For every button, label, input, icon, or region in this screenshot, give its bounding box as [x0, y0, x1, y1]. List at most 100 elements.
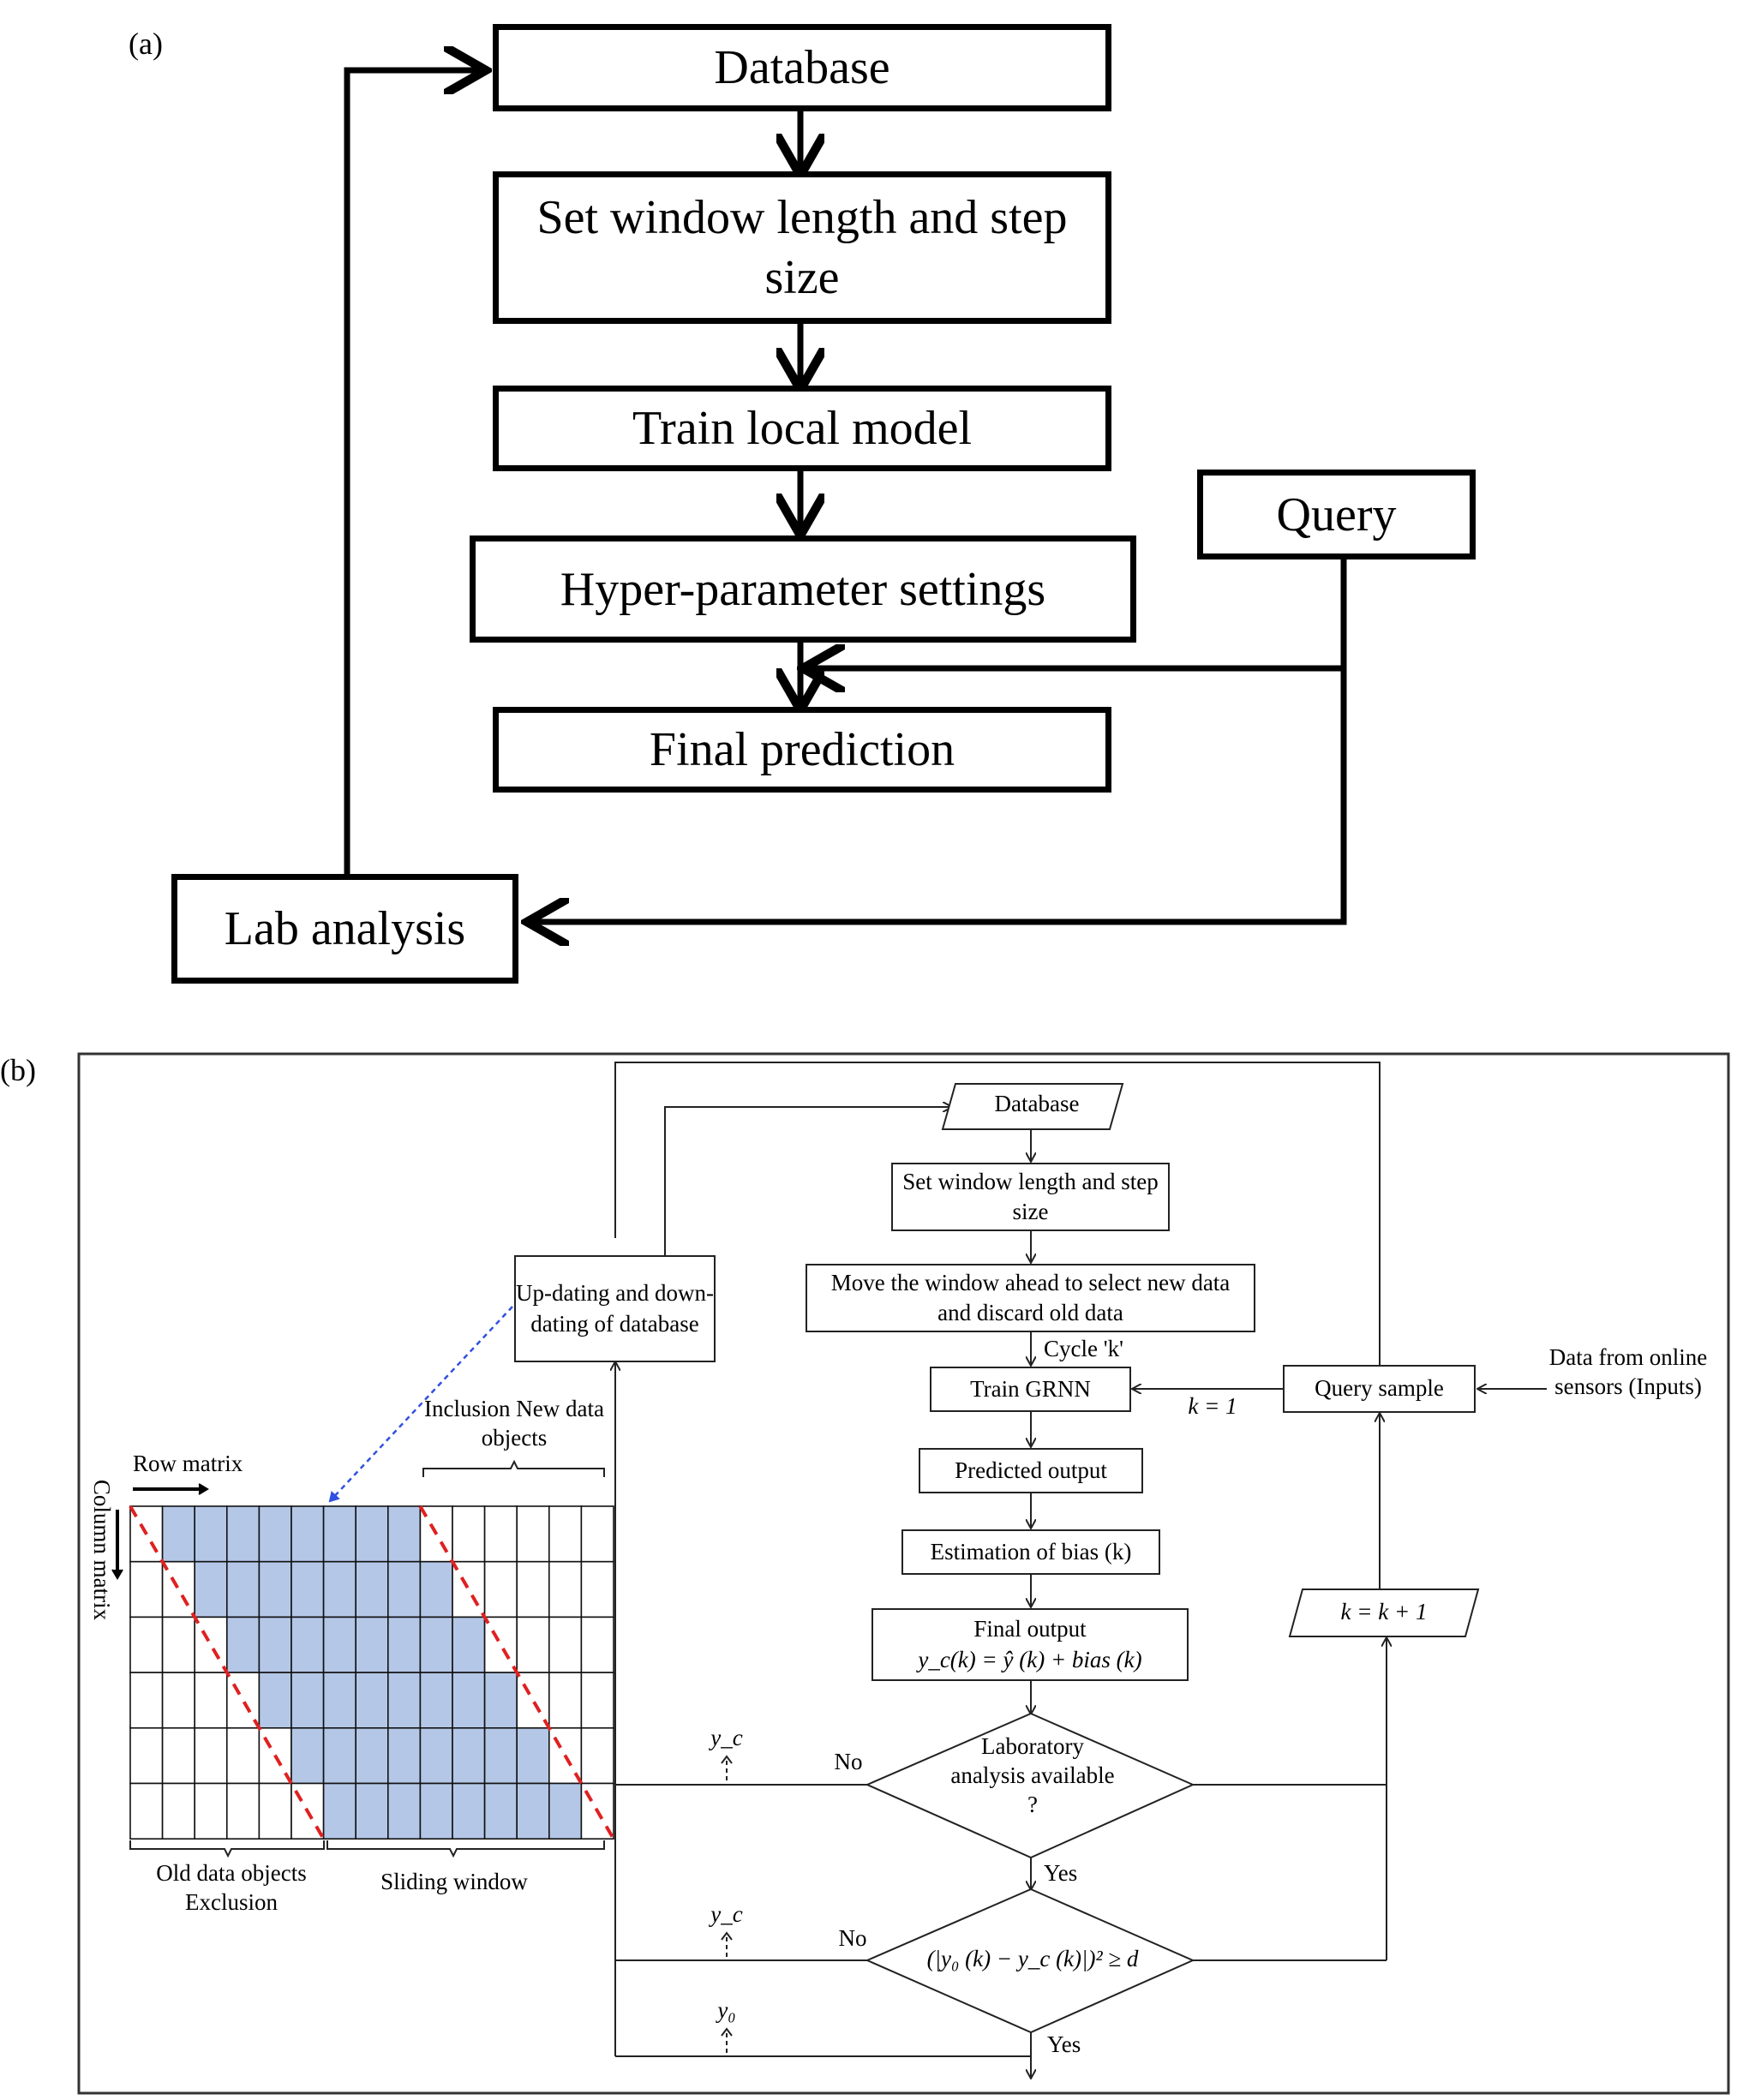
- matrix-cell: [225, 1672, 261, 1729]
- matrix-cell: [452, 1616, 486, 1673]
- b-old-data-label: Old data objects Exclusion: [156, 1860, 307, 1915]
- b-final-output-formula: y_c(k) = ŷ (k) + bias (k): [918, 1646, 1142, 1672]
- a-train-local-label: Train local model: [632, 402, 973, 455]
- panel-b-label: (b): [0, 1053, 36, 1087]
- matrix-cell: [258, 1782, 292, 1840]
- b-estimation-label: Estimation of bias (k): [930, 1538, 1132, 1565]
- b-k1-label: k = 1: [1188, 1393, 1237, 1419]
- a-final-prediction-box: Final prediction: [493, 707, 1111, 793]
- b-diamond-lab: [865, 1712, 1195, 1859]
- matrix-cell: [580, 1672, 614, 1729]
- matrix-cell: [386, 1672, 422, 1729]
- matrix-cell: [483, 1505, 518, 1563]
- matrix-cell: [258, 1616, 292, 1673]
- matrix-cell: [225, 1727, 261, 1785]
- b-inclusion-label: Inclusion New data objects: [424, 1396, 604, 1451]
- diagonal-old-edge: [129, 1505, 326, 1840]
- matrix-cell: [258, 1505, 292, 1563]
- matrix-cell: [129, 1672, 164, 1729]
- a-database-label: Database: [714, 41, 890, 94]
- matrix-cell: [548, 1560, 583, 1618]
- matrix-cell: [129, 1727, 164, 1785]
- matrix-cell: [322, 1560, 357, 1618]
- b-final-output-title: Final output: [973, 1616, 1087, 1642]
- matrix-cell: [516, 1782, 550, 1840]
- b-para-kinc: [1288, 1588, 1480, 1637]
- b-dashed-yc2-head: [721, 1931, 733, 1941]
- matrix-cell: [516, 1727, 550, 1785]
- matrix-cell: [355, 1782, 389, 1840]
- b-database-label: Database: [994, 1091, 1080, 1116]
- matrix-cell: [129, 1560, 164, 1618]
- b-sliding-window-label: Sliding window: [380, 1869, 528, 1894]
- matrix-cell: [225, 1560, 261, 1618]
- matrix-cell: [161, 1727, 196, 1785]
- matrix-cell: [483, 1782, 518, 1840]
- matrix-cell: [419, 1727, 453, 1785]
- matrix-cell: [452, 1560, 486, 1618]
- b-condition-label: (|y₀ (k) − y_c (k)|)² ≥ d: [926, 1946, 1139, 1971]
- matrix-cell: [355, 1672, 389, 1729]
- diagonal-new-edge: [418, 1505, 615, 1840]
- a-hyper-box: Hyper-parameter settings: [470, 535, 1136, 643]
- b-line-top-left: [614, 1062, 1381, 1388]
- matrix-cell: [161, 1672, 196, 1729]
- b-move-window-box: Move the window ahead to select new data…: [806, 1264, 1255, 1332]
- matrix-cell: [161, 1560, 196, 1618]
- a-arrow-query-lab: [533, 668, 1347, 922]
- matrix-cell: [290, 1727, 325, 1785]
- matrix-cell: [419, 1560, 453, 1618]
- matrix-cell: [483, 1560, 518, 1618]
- b-diamond-condition: [865, 1888, 1195, 2034]
- matrix-cell: [580, 1727, 614, 1785]
- a-arrow-lab-db: [344, 70, 480, 876]
- matrix-cell: [194, 1782, 228, 1840]
- a-query-box: Query: [1197, 470, 1476, 559]
- matrix-cell: [419, 1672, 453, 1729]
- matrix-cell: [290, 1560, 325, 1618]
- matrix-cell: [161, 1782, 196, 1840]
- matrix-cell: [225, 1505, 261, 1563]
- matrix-cell: [322, 1505, 357, 1563]
- matrix-cell: [386, 1505, 422, 1563]
- b-kinc-label: k = k + 1: [1340, 1599, 1428, 1624]
- matrix-cell: [322, 1672, 357, 1729]
- matrix-cell: [322, 1616, 357, 1673]
- matrix-cell: [516, 1560, 550, 1618]
- matrix-cell: [452, 1672, 486, 1729]
- matrix-cell: [225, 1616, 261, 1673]
- b-line-dia1-right: [1193, 1638, 1387, 1786]
- b-no-2: No: [838, 1925, 867, 1951]
- matrix-cell: [194, 1727, 228, 1785]
- b-set-window-label: Set window length and step size: [902, 1168, 1159, 1224]
- matrix-cell: [322, 1727, 357, 1785]
- a-database-box: Database: [493, 24, 1111, 111]
- matrix-cell: [580, 1560, 614, 1618]
- b-query-sample-label: Query sample: [1315, 1375, 1444, 1402]
- b-dashed-yc1-head: [721, 1755, 733, 1764]
- b-yc-1: y_c: [710, 1725, 743, 1750]
- matrix-cell: [419, 1782, 453, 1840]
- matrix-cell: [548, 1505, 583, 1563]
- b-y0: y₀: [717, 1997, 736, 2023]
- b-lab-available-label: Laboratory analysis available ?: [950, 1733, 1115, 1817]
- bracket-old-data: [129, 1840, 325, 1858]
- b-no-1: No: [834, 1749, 863, 1774]
- matrix-cell: [355, 1560, 389, 1618]
- matrix-cell: [161, 1505, 196, 1563]
- matrix-cell: [452, 1505, 486, 1563]
- b-updating-box: Up-dating and down-dating of database: [514, 1255, 716, 1362]
- b-final-output-box: Final output y_c(k) = ŷ (k) + bias (k): [871, 1608, 1189, 1681]
- a-hyper-label: Hyper-parameter settings: [560, 562, 1046, 616]
- b-set-window-box: Set window length and step size: [891, 1163, 1170, 1231]
- matrix-cell: [516, 1505, 550, 1563]
- a-set-window-box: Set window length and step size: [493, 171, 1111, 324]
- matrix-cell: [452, 1727, 486, 1785]
- b-yc-2: y_c: [710, 1901, 743, 1927]
- matrix-cell: [483, 1727, 518, 1785]
- b-dashed-y0-head: [721, 2027, 733, 2037]
- matrix-cell: [419, 1616, 453, 1673]
- a-final-prediction-label: Final prediction: [649, 723, 955, 776]
- bracket-inclusion: [422, 1459, 605, 1477]
